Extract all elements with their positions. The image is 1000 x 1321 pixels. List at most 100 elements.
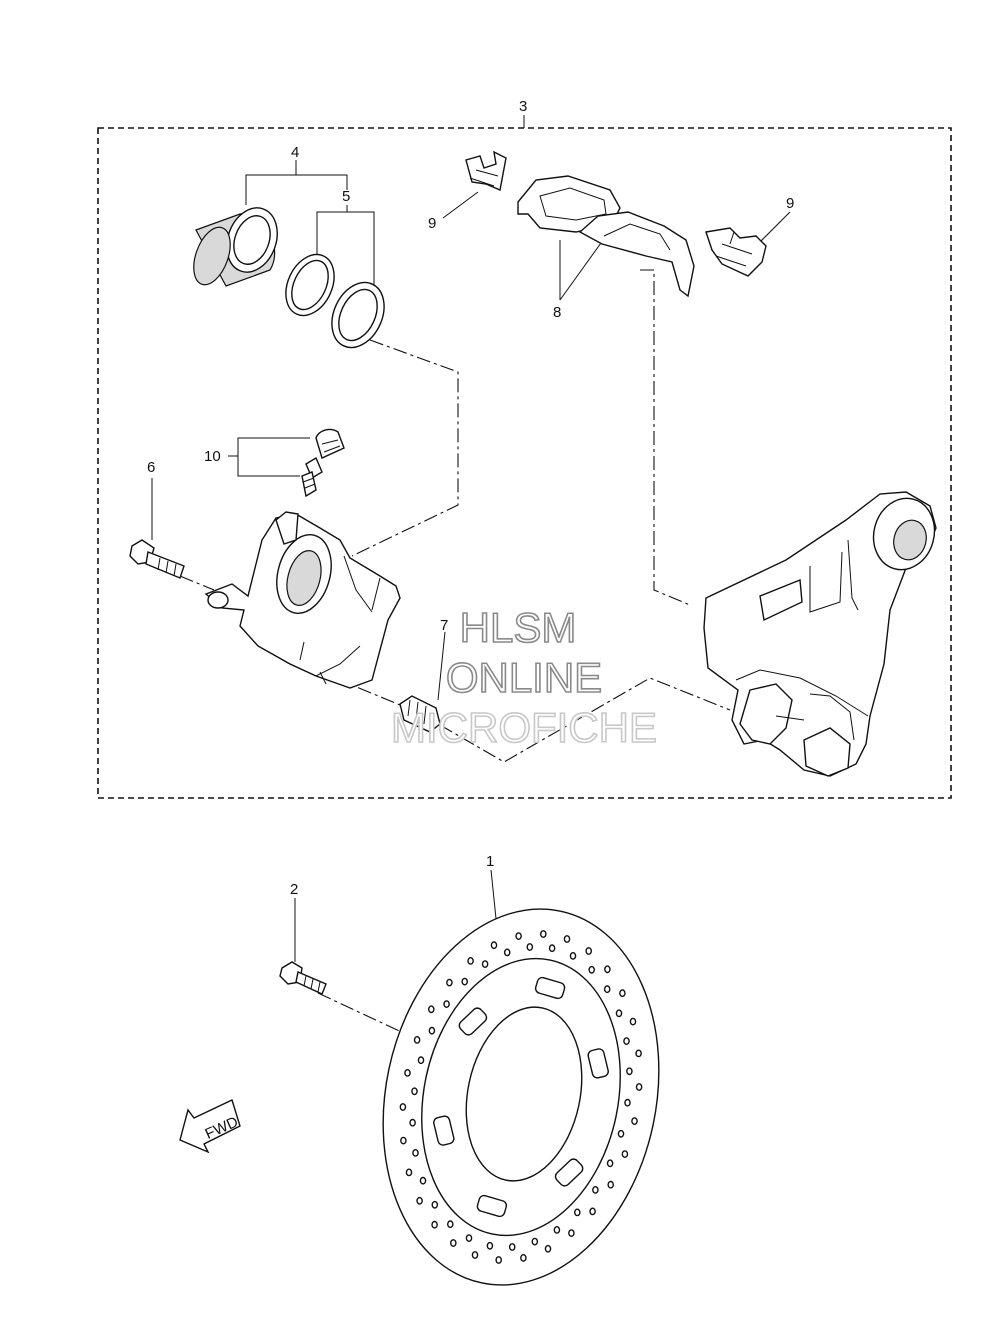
disc-vent-hole — [623, 1037, 630, 1046]
pad-spring-left — [465, 150, 507, 191]
disc-carrier-slot — [476, 1194, 508, 1218]
disc-vent-hole — [404, 1069, 411, 1077]
disc-vent-hole — [574, 1208, 581, 1217]
disc-vent-hole — [568, 1229, 575, 1238]
disc-vent-hole — [624, 1098, 631, 1107]
disc-vent-hole — [481, 960, 489, 968]
disc-vent-hole — [544, 1244, 552, 1253]
disc-vent-hole — [569, 952, 577, 960]
slide-pin-boot — [399, 695, 441, 733]
caliper-assembly-boundary — [97, 127, 952, 799]
bleed-screw — [301, 456, 323, 498]
disc-vent-hole — [486, 1241, 494, 1250]
disc-vent-hole — [412, 1149, 419, 1157]
callout-3: 3 — [519, 98, 527, 115]
disc-bolt — [279, 961, 327, 995]
disc-vent-hole — [471, 1251, 479, 1259]
brake-disc — [382, 908, 660, 1286]
disc-vent-hole — [606, 1159, 614, 1168]
disc-vent-hole — [431, 1220, 438, 1229]
disc-vent-hole — [635, 1083, 643, 1091]
disc-vent-hole — [411, 1087, 418, 1096]
callout-1: 1 — [486, 853, 494, 870]
caliper-bolt — [129, 539, 185, 579]
callout-7: 7 — [440, 617, 448, 634]
disc-vent-hole — [526, 943, 534, 951]
disc-vent-hole — [428, 1026, 436, 1035]
disc-vent-hole — [405, 1168, 413, 1177]
watermark: HLSM ONLINE MICROFICHE — [390, 603, 658, 752]
alignment-lines — [179, 269, 731, 1037]
disc-vent-hole — [515, 932, 522, 940]
disc-vent-hole — [443, 1000, 450, 1008]
disc-vent-hole — [589, 1207, 596, 1216]
disc-vent-hole — [548, 944, 556, 953]
disc-vent-hole — [446, 1220, 454, 1229]
disc-carrier-slot — [458, 1007, 488, 1036]
disc-vent-hole — [631, 1117, 638, 1126]
disc-vent-hole — [619, 989, 626, 998]
disc-vent-hole — [603, 985, 611, 994]
brake-pads — [517, 175, 695, 298]
caliper-bracket — [703, 491, 937, 777]
disc-vent-hole — [588, 965, 596, 974]
disc-vent-hole — [400, 1136, 407, 1145]
disc-vent-hole — [553, 1226, 561, 1234]
piston — [193, 207, 278, 287]
disc-vent-hole — [621, 1150, 629, 1159]
dust-seal — [331, 281, 385, 349]
callout-10: 10 — [204, 448, 221, 465]
disc-vent-hole — [419, 1176, 427, 1185]
disc-vent-hole — [467, 957, 474, 965]
disc-vent-hole — [413, 1036, 421, 1044]
disc-vent-hole — [592, 1186, 599, 1194]
disc-vent-hole — [446, 978, 453, 987]
caliper-body — [204, 511, 401, 689]
disc-vent-hole — [427, 1005, 435, 1014]
disc-vent-hole — [604, 965, 611, 974]
bleed-screw-cap — [315, 428, 345, 459]
disc-vent-hole — [449, 1239, 457, 1247]
watermark-line-2: ONLINE — [446, 654, 602, 701]
callout-6: 6 — [147, 459, 155, 476]
callout-2: 2 — [290, 881, 298, 898]
disc-vent-hole — [635, 1049, 642, 1058]
piston-seal — [285, 253, 335, 317]
disc-vent-hole — [615, 1009, 623, 1018]
disc-vent-hole — [563, 935, 571, 943]
disc-vent-hole — [629, 1017, 637, 1026]
disc-vent-hole — [503, 948, 511, 957]
pad-spring-right — [705, 227, 767, 277]
disc-vent-hole — [431, 1200, 439, 1209]
disc-vent-hole — [461, 977, 469, 986]
forward-arrow-icon: FWD — [179, 1099, 241, 1154]
disc-vent-hole — [520, 1254, 527, 1262]
disc-vent-hole — [409, 1118, 416, 1127]
disc-vent-hole — [540, 930, 547, 938]
disc-vent-hole — [465, 1234, 473, 1243]
disc-carrier-slot — [433, 1115, 455, 1146]
callout-8: 8 — [553, 304, 561, 321]
watermark-line-3: MICROFICHE — [391, 704, 657, 751]
disc-vent-hole — [531, 1237, 539, 1246]
disc-vent-hole — [508, 1243, 516, 1251]
callout-9-left: 9 — [428, 215, 436, 232]
disc-vent-hole — [617, 1129, 625, 1138]
callout-5: 5 — [342, 188, 350, 205]
disc-vent-hole — [417, 1056, 425, 1065]
callout-leaders — [151, 115, 791, 962]
disc-vent-hole — [607, 1180, 615, 1189]
disc-vent-hole — [626, 1067, 633, 1076]
callout-4: 4 — [291, 144, 299, 161]
disc-vent-hole — [399, 1103, 407, 1111]
disc-carrier-slot — [587, 1048, 609, 1079]
disc-vent-hole — [495, 1256, 503, 1264]
callout-9-right: 9 — [786, 195, 794, 212]
disc-vent-hole — [490, 941, 498, 950]
disc-carrier-slot — [534, 976, 566, 1000]
watermark-line-1: HLSM — [460, 604, 577, 651]
disc-vent-hole — [585, 947, 593, 955]
disc-carrier-slot — [554, 1158, 584, 1187]
disc-vent-hole — [416, 1196, 423, 1205]
